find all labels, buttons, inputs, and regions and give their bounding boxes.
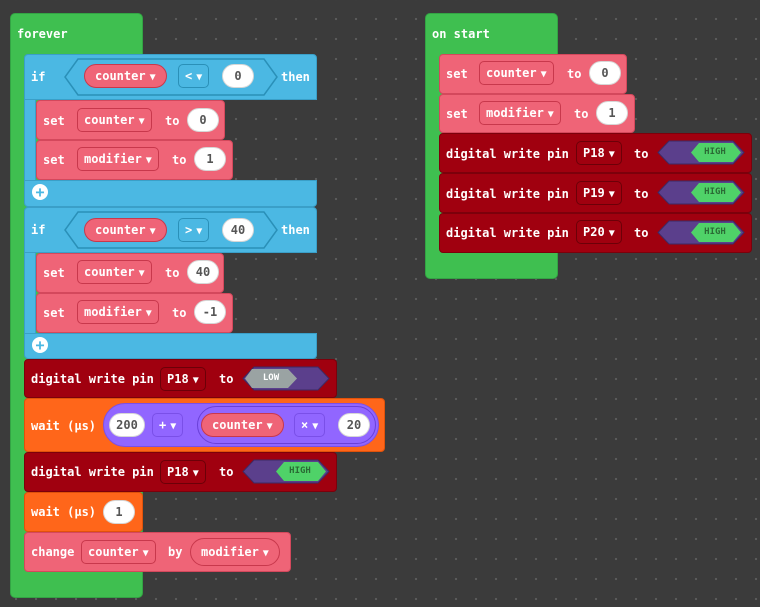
set-keyword: set	[43, 114, 65, 128]
pin-dropdown[interactable]: P18▼	[576, 141, 622, 165]
pin-dropdown[interactable]: P18▼	[160, 460, 206, 484]
state-toggle-high[interactable]: HIGH	[657, 180, 745, 205]
to-keyword: to	[219, 465, 234, 479]
forever-title: forever	[17, 27, 68, 41]
operator-dropdown[interactable]: >▼	[178, 218, 210, 242]
chevron-down-icon: ▼	[608, 149, 615, 160]
to-keyword: to	[634, 226, 649, 240]
change-keyword: change	[31, 545, 75, 559]
set-keyword: set	[446, 107, 468, 121]
math-operator-dropdown[interactable]: ×▼	[294, 413, 326, 437]
number-input[interactable]: 20	[338, 413, 370, 437]
digital-write-label: digital write pin	[31, 372, 154, 386]
if-block-1-footer[interactable]	[24, 180, 317, 207]
set-keyword: set	[43, 153, 65, 167]
chevron-down-icon: ▼	[547, 109, 554, 120]
chevron-down-icon: ▼	[138, 268, 145, 279]
number-input[interactable]: 0	[187, 108, 219, 132]
variable-dropdown-counter[interactable]: counter▼	[77, 260, 152, 284]
chevron-down-icon: ▼	[170, 421, 177, 432]
chevron-down-icon: ▼	[608, 228, 615, 239]
variable-dropdown-modifier[interactable]: modifier▼	[77, 300, 159, 324]
variable-dropdown-counter[interactable]: counter▼	[81, 540, 156, 564]
set-keyword: set	[43, 266, 65, 280]
if-keyword: if	[31, 70, 46, 84]
pin-dropdown[interactable]: P18▼	[160, 367, 206, 391]
chevron-down-icon: ▼	[266, 421, 273, 432]
number-input[interactable]: -1	[194, 300, 226, 324]
number-input[interactable]: 1	[194, 147, 226, 171]
to-keyword: to	[634, 187, 649, 201]
number-input[interactable]: 0	[589, 61, 621, 85]
by-keyword: by	[168, 545, 183, 559]
chevron-down-icon: ▼	[608, 189, 615, 200]
digital-write-label: digital write pin	[446, 187, 569, 201]
number-input[interactable]: 40	[187, 260, 219, 284]
chevron-down-icon: ▼	[149, 226, 156, 237]
variable-dropdown-counter[interactable]: counter▼	[201, 413, 284, 437]
chevron-down-icon: ▼	[196, 72, 203, 83]
to-keyword: to	[567, 67, 582, 81]
chevron-down-icon: ▼	[145, 308, 152, 319]
set-keyword: set	[446, 67, 468, 81]
chevron-down-icon: ▼	[540, 69, 547, 80]
number-input[interactable]: 40	[222, 218, 254, 242]
if-block-2-arm	[24, 252, 36, 335]
add-else-icon[interactable]: +	[32, 184, 48, 200]
digital-write-label: digital write pin	[446, 226, 569, 240]
variable-reporter-modifier[interactable]: modifier▼	[190, 538, 280, 566]
variable-dropdown-counter[interactable]: counter▼	[84, 64, 167, 88]
if-keyword: if	[31, 223, 46, 237]
pin-dropdown[interactable]: P20▼	[576, 220, 622, 244]
wait-label: wait (µs)	[31, 419, 97, 433]
state-toggle-high[interactable]: HIGH	[242, 459, 330, 484]
number-input[interactable]: 0	[222, 64, 254, 88]
pin-dropdown[interactable]: P19▼	[576, 181, 622, 205]
state-toggle-low[interactable]: LOW	[242, 366, 330, 391]
chevron-down-icon: ▼	[196, 226, 203, 237]
if-block-2-footer[interactable]	[24, 333, 317, 359]
to-keyword: to	[165, 266, 180, 280]
number-input[interactable]: 1	[103, 500, 135, 524]
variable-dropdown-counter[interactable]: counter▼	[84, 218, 167, 242]
chevron-down-icon: ▼	[192, 375, 199, 386]
operator-dropdown[interactable]: <▼	[178, 64, 210, 88]
to-keyword: to	[172, 153, 187, 167]
to-keyword: to	[634, 147, 649, 161]
then-keyword: then	[281, 223, 310, 237]
chevron-down-icon: ▼	[149, 72, 156, 83]
state-toggle-high[interactable]: HIGH	[657, 140, 745, 165]
set-keyword: set	[43, 306, 65, 320]
variable-dropdown-modifier[interactable]: modifier▼	[77, 147, 159, 171]
state-toggle-high[interactable]: HIGH	[657, 220, 745, 245]
add-else-icon[interactable]: +	[32, 337, 48, 353]
number-input[interactable]: 200	[109, 413, 145, 437]
variable-dropdown-counter[interactable]: counter▼	[479, 61, 554, 85]
to-keyword: to	[172, 306, 187, 320]
chevron-down-icon: ▼	[145, 155, 152, 166]
number-input[interactable]: 1	[596, 101, 628, 125]
variable-dropdown-modifier[interactable]: modifier▼	[479, 101, 561, 125]
math-operator-dropdown[interactable]: +▼	[152, 413, 184, 437]
wait-label: wait (µs)	[31, 505, 97, 519]
if-block-1-arm	[24, 99, 36, 182]
digital-write-label: digital write pin	[31, 465, 154, 479]
chevron-down-icon: ▼	[142, 548, 149, 559]
to-keyword: to	[165, 114, 180, 128]
chevron-down-icon: ▼	[138, 116, 145, 127]
digital-write-label: digital write pin	[446, 147, 569, 161]
on-start-title: on start	[432, 27, 490, 41]
to-keyword: to	[219, 372, 234, 386]
then-keyword: then	[281, 70, 310, 84]
chevron-down-icon: ▼	[312, 421, 319, 432]
chevron-down-icon: ▼	[262, 548, 269, 559]
variable-dropdown-counter[interactable]: counter▼	[77, 108, 152, 132]
chevron-down-icon: ▼	[192, 468, 199, 479]
to-keyword: to	[574, 107, 589, 121]
